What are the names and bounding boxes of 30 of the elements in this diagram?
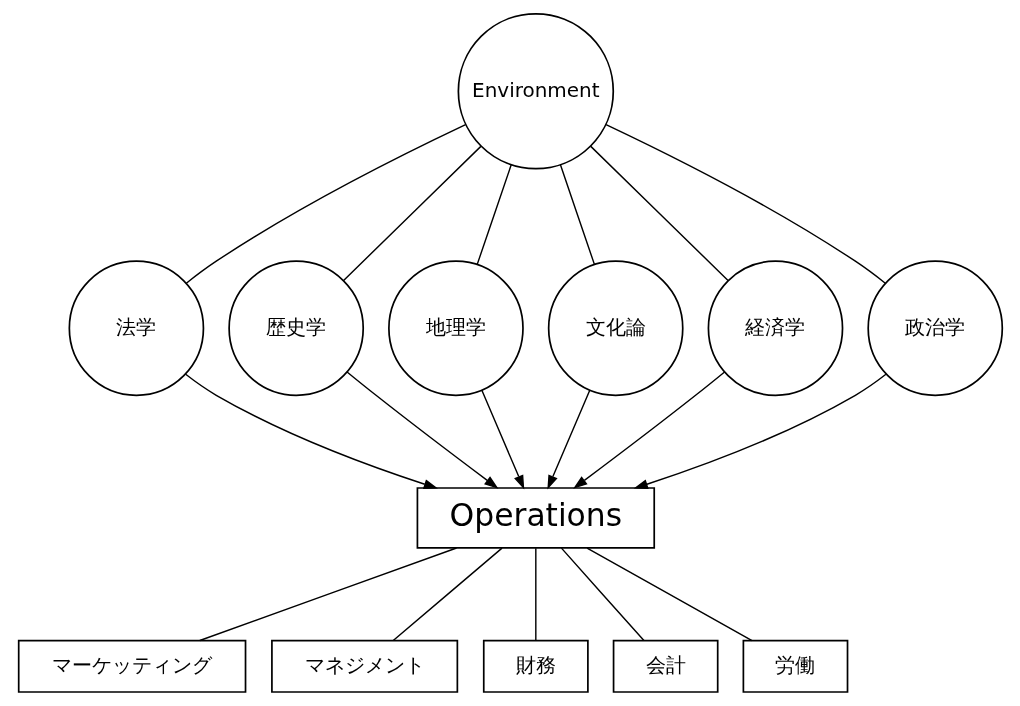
connector	[392, 547, 503, 642]
arrow	[480, 389, 524, 490]
connector	[589, 145, 729, 282]
node-circle: 歴史学	[227, 260, 364, 397]
connector	[534, 547, 537, 642]
node-box: マーケッティング	[17, 639, 246, 693]
node-circle: Environment	[457, 12, 614, 170]
connector	[198, 547, 457, 642]
arrow	[184, 373, 438, 489]
connector	[342, 145, 482, 282]
connector	[585, 547, 753, 642]
node-box: マネジメント	[270, 639, 458, 693]
node-box: 労働	[742, 639, 848, 693]
connector	[604, 123, 886, 284]
connector	[560, 547, 645, 642]
arrow	[546, 389, 590, 490]
node-box: 会計	[612, 639, 719, 693]
connector	[476, 164, 512, 266]
node-box: Operations	[416, 487, 655, 549]
connector	[185, 123, 466, 284]
connector	[559, 164, 595, 266]
node-circle: 法学	[68, 260, 204, 397]
arrow	[633, 373, 887, 489]
node-box: 財務	[482, 639, 589, 693]
arrow	[345, 371, 498, 489]
arrow	[572, 371, 725, 489]
node-circle: 地理学	[387, 260, 524, 397]
node-circle: 政治学	[866, 260, 1003, 397]
node-circle: 文化論	[547, 260, 684, 397]
node-circle: 経済学	[707, 260, 843, 397]
